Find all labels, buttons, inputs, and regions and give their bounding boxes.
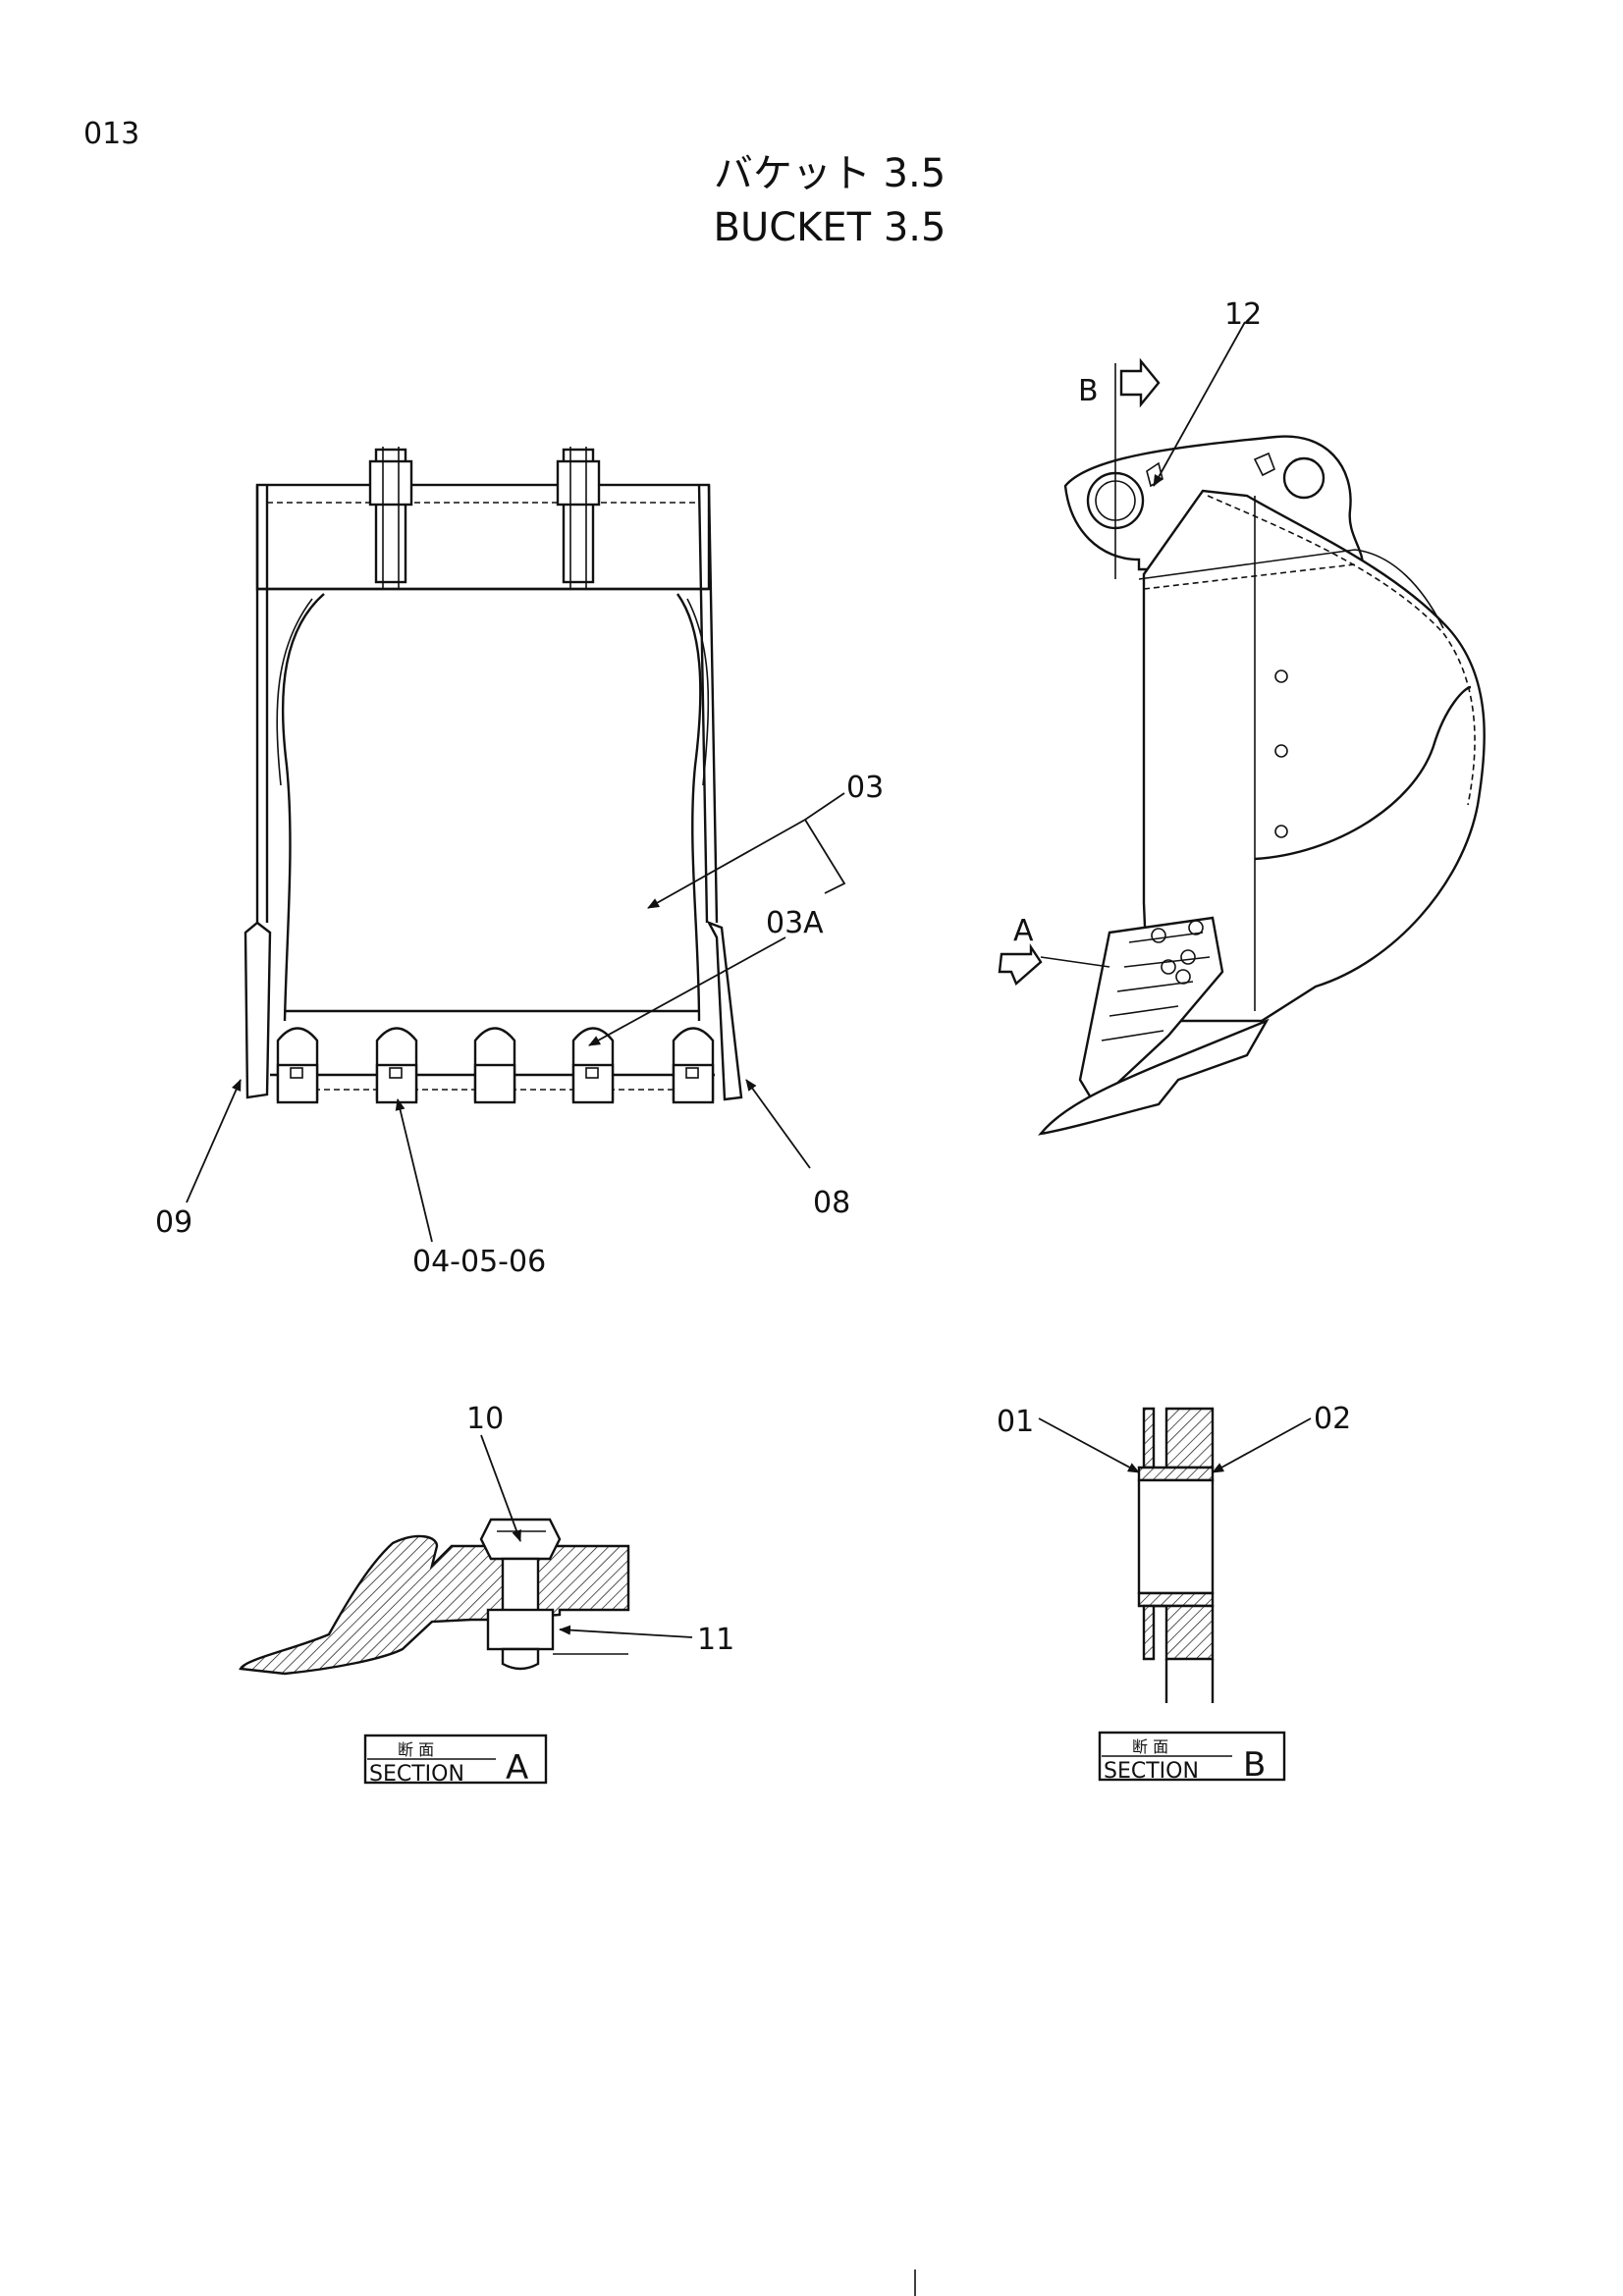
- label-03a: 03A: [766, 906, 824, 940]
- leader-02: [1212, 1417, 1312, 1473]
- leader-11: [559, 1625, 693, 1638]
- svg-text:SECTION: SECTION: [369, 1762, 464, 1787]
- label-02: 02: [1314, 1402, 1351, 1436]
- leader-03a: [588, 936, 786, 1046]
- nut: [486, 1608, 555, 1651]
- bucket-side-view: 12 B A: [998, 297, 1486, 1136]
- leader-03: [647, 792, 845, 909]
- label-11: 11: [697, 1623, 734, 1657]
- label-03: 03: [846, 771, 884, 805]
- label-10: 10: [466, 1402, 504, 1436]
- bucket-front-view: 03 03A 04-05-06 08 09: [155, 447, 884, 1279]
- page-number: 013: [83, 117, 139, 151]
- svg-text:断 面: 断 面: [1132, 1737, 1168, 1756]
- section-b-view: 01 02 断 面 SECTION B: [997, 1402, 1351, 1785]
- label-08: 08: [813, 1186, 850, 1220]
- leader-10: [480, 1434, 521, 1542]
- section-b-arrow: [1119, 357, 1161, 408]
- section-a-view: 10 11 断 面 SECTION A: [239, 1402, 734, 1788]
- side-cutter-left: [243, 921, 272, 1099]
- leader-01: [1038, 1417, 1140, 1473]
- label-12: 12: [1224, 297, 1262, 332]
- section-a-caption: 断 面 SECTION A: [363, 1734, 548, 1788]
- label-04-05-06: 04-05-06: [412, 1245, 546, 1279]
- section-a-arrow: [998, 943, 1043, 987]
- mounting-boss-left: [368, 447, 413, 589]
- leader-09: [186, 1079, 242, 1203]
- leader-12: [1153, 321, 1246, 487]
- svg-text:A: A: [506, 1748, 528, 1788]
- mounting-boss-right: [556, 447, 601, 589]
- section-b-caption: 断 面 SECTION B: [1098, 1731, 1286, 1785]
- side-cutter-right: [706, 920, 743, 1101]
- label-section-b-marker: B: [1078, 374, 1099, 408]
- leader-08: [745, 1079, 811, 1169]
- svg-text:断 面: 断 面: [398, 1740, 434, 1759]
- leader-04-05-06: [395, 1098, 433, 1243]
- bucket-teeth: [276, 1027, 715, 1104]
- svg-text:SECTION: SECTION: [1104, 1759, 1199, 1784]
- leader-03-bracket: [804, 819, 846, 894]
- label-section-a-marker: A: [1013, 914, 1034, 948]
- label-09: 09: [155, 1205, 192, 1240]
- title-japanese: バケット 3.5: [714, 151, 946, 196]
- title-english: BUCKET 3.5: [714, 205, 947, 250]
- label-01: 01: [997, 1405, 1034, 1439]
- svg-text:B: B: [1243, 1745, 1266, 1785]
